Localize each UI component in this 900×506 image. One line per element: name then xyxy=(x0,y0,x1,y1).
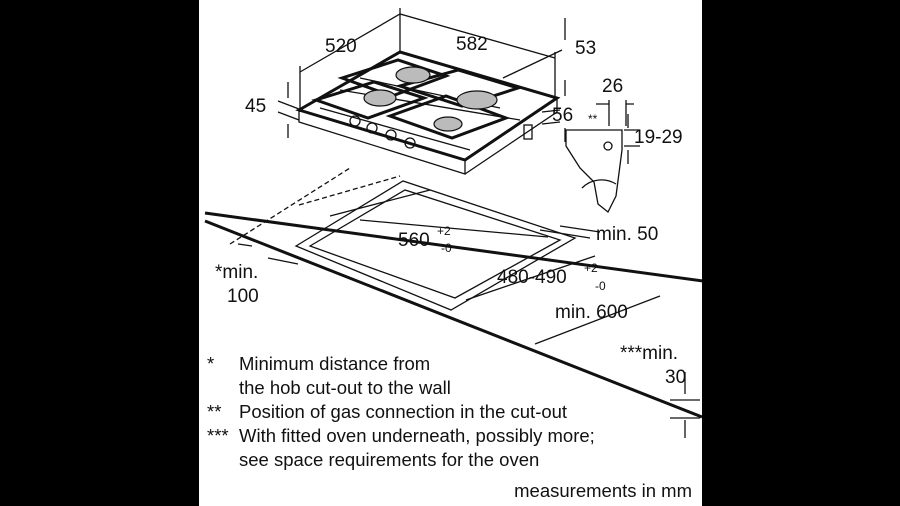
worktop-front-edge xyxy=(204,219,702,419)
cutout-inner xyxy=(308,189,562,299)
footnote: see space requirements for the oven xyxy=(207,448,697,472)
control-knob-2 xyxy=(366,122,378,134)
bracket-profile xyxy=(565,129,623,214)
dim-cutout-depth-tol-minus: -0 xyxy=(595,279,606,293)
units-label: measurements in mm xyxy=(514,480,692,501)
dim-line-gas-y xyxy=(624,114,640,164)
wall-reference-dashed xyxy=(298,175,401,206)
drawing-panel: 520 582 53 45 56 26 19-29 ** 560 +2 -0 4… xyxy=(199,0,702,506)
dim-line-cutout-depth xyxy=(465,255,596,301)
burner-back-left xyxy=(395,66,431,84)
footnote-mark xyxy=(207,448,239,472)
dim-cutout-width-tol-minus: -0 xyxy=(441,241,452,255)
footnote-text: Position of gas connection in the cut-ou… xyxy=(239,401,568,422)
dim-wall-line2: 100 xyxy=(227,286,259,307)
gas-connector xyxy=(523,124,533,140)
worktop-back-edge xyxy=(204,211,702,283)
gas-connection-detail xyxy=(565,100,640,214)
dim-cutout-depth: 480-490 xyxy=(497,267,567,288)
dim-width-top: 582 xyxy=(456,34,488,55)
hob-front-edge xyxy=(298,110,466,175)
dim-worktop-depth: min. 600 xyxy=(555,302,628,323)
dim-gas-x: 26 xyxy=(602,76,623,97)
dim-oven-gap-line1: ***min. xyxy=(620,343,678,364)
dim-line-depth-right xyxy=(502,49,563,79)
dim-line-back-edge xyxy=(539,225,601,239)
footnote: ** Position of gas connection in the cut-… xyxy=(207,400,697,424)
footnote-mark xyxy=(207,376,239,400)
footnote-mark: * xyxy=(207,353,215,374)
pan-support-back-right xyxy=(394,68,524,108)
footnote-mark: ** xyxy=(207,401,222,422)
dim-oven-gap-line2: 30 xyxy=(665,367,686,388)
footnote-text: Minimum distance from xyxy=(239,353,431,374)
dim-line-oven-gap xyxy=(670,372,700,438)
worktop-illustration xyxy=(204,167,702,438)
footnote: * Minimum distance from xyxy=(207,352,697,376)
footnotes: * Minimum distance from the hob cut-out t… xyxy=(207,352,697,472)
dim-line-wall xyxy=(237,243,299,265)
control-knob-1 xyxy=(349,115,361,127)
gas-connection-mark: ** xyxy=(588,112,598,126)
dim-line-height-right xyxy=(541,109,561,125)
dim-depth-right: 53 xyxy=(575,38,596,59)
dim-line-gas-x xyxy=(596,100,634,126)
dim-height-left: 45 xyxy=(245,96,266,117)
hob-dimensions xyxy=(277,8,566,142)
dim-cutout-width: 560 xyxy=(398,230,430,251)
installation-drawing: 520 582 53 45 56 26 19-29 ** 560 +2 -0 4… xyxy=(204,8,702,438)
footnote-text: see space requirements for the oven xyxy=(239,449,540,470)
dim-gas-y: 19-29 xyxy=(634,127,683,148)
gas-inlet xyxy=(603,141,613,151)
dim-cutout-width-tol-plus: +2 xyxy=(437,224,451,238)
footnote: the hob cut-out to the wall xyxy=(207,376,697,400)
burner-front-right xyxy=(433,116,463,132)
hob-illustration xyxy=(295,50,561,175)
pan-support-front-left xyxy=(311,80,429,120)
dim-height-right: 56 xyxy=(552,105,573,126)
dim-line-height-left xyxy=(277,100,300,121)
footnote-text: With fitted oven underneath, possibly mo… xyxy=(239,425,595,446)
dim-back-edge: min. 50 xyxy=(596,224,658,245)
footnote-mark: *** xyxy=(207,425,229,446)
control-knob-4 xyxy=(404,137,416,149)
footnote-text: the hob cut-out to the wall xyxy=(239,377,451,398)
burner-back-right xyxy=(456,90,498,110)
dim-line-worktop-depth xyxy=(534,295,661,345)
burner-front-left xyxy=(363,89,397,107)
footnote: *** With fitted oven underneath, possibly… xyxy=(207,424,697,448)
dim-wall-line1: *min. xyxy=(215,262,258,283)
cutout-outer xyxy=(294,180,577,311)
dim-cutout-depth-tol-plus: +2 xyxy=(584,261,598,275)
control-knob-3 xyxy=(385,129,397,141)
dim-line-cutout-width xyxy=(329,189,549,238)
hob-side-edge xyxy=(464,98,558,175)
dim-depth-left: 520 xyxy=(325,36,357,57)
